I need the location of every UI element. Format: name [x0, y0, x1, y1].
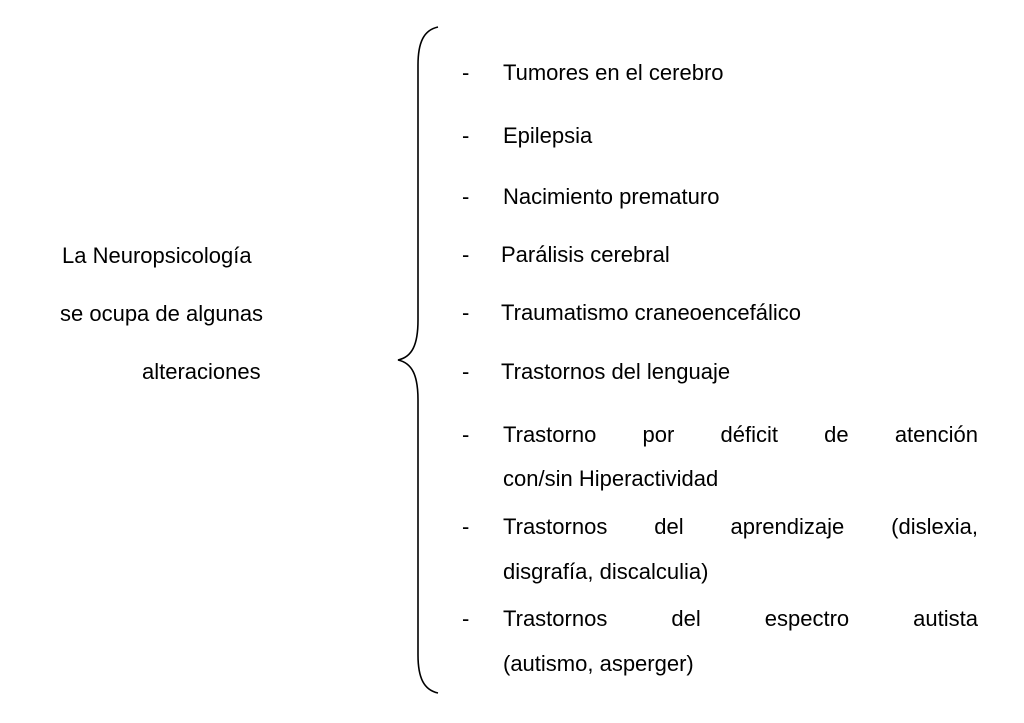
left-label-line-3: alteraciones: [142, 359, 261, 384]
item-text-continuation: disgrafía, discalculia): [503, 559, 709, 584]
bullet-dash: -: [462, 359, 470, 384]
item-text: Trastornos del espectro autista: [503, 606, 978, 631]
item-text: Epilepsia: [503, 123, 593, 148]
bullet-dash: -: [462, 606, 470, 631]
bullet-dash: -: [462, 422, 470, 447]
item-text-continuation: (autismo, asperger): [503, 651, 694, 676]
item-text: Parálisis cerebral: [501, 242, 670, 267]
bullet-dash: -: [462, 242, 470, 267]
bullet-dash: -: [462, 300, 470, 325]
bullet-dash: -: [462, 514, 470, 539]
item-text: Nacimiento prematuro: [503, 184, 720, 209]
left-label-line-2: se ocupa de algunas: [60, 301, 264, 326]
curly-brace-icon: [397, 26, 439, 694]
item-text: Tumores en el cerebro: [503, 60, 724, 85]
bullet-dash: -: [462, 123, 470, 148]
item-text-continuation: con/sin Hiperactividad: [503, 466, 719, 491]
item-text: Trastornos del aprendizaje (dislexia,: [503, 514, 978, 539]
left-label-line-1: La Neuropsicología: [62, 243, 252, 268]
item-text: Trastornos del lenguaje: [501, 359, 731, 384]
bullet-dash: -: [462, 60, 470, 85]
bullet-dash: -: [462, 184, 470, 209]
item-text: Traumatismo craneoencefálico: [501, 300, 801, 325]
item-text: Trastorno por déficit de atención: [503, 422, 978, 447]
